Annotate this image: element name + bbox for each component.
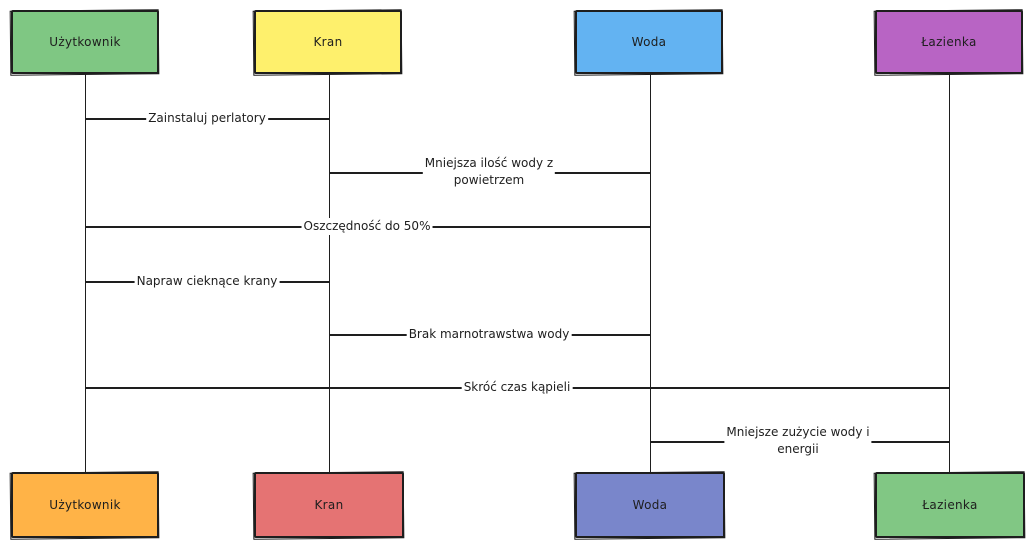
message-label: Mniejsza ilość wody z powietrzem <box>422 155 556 189</box>
actor-bottom-kran[interactable]: Kran <box>254 472 404 538</box>
lifeline-uzytkownik <box>85 74 86 472</box>
lifeline-kran <box>329 74 330 472</box>
actor-label: Łazienka <box>921 35 977 49</box>
message-label: Brak marnotrawstwa wody <box>406 326 572 343</box>
message-label: Mniejsze zużycie wody i energii <box>724 424 872 458</box>
message-label: Oszczędność do 50% <box>301 218 433 235</box>
actor-bottom-lazienka[interactable]: Łazienka <box>875 472 1025 538</box>
lifeline-lazienka <box>949 74 950 472</box>
message-label: Zainstaluj perlatory <box>146 110 268 127</box>
actor-label: Łazienka <box>922 498 978 512</box>
message-label: Skróć czas kąpieli <box>461 379 573 396</box>
actor-bottom-woda[interactable]: Woda <box>575 472 725 538</box>
actor-bottom-uzytkownik[interactable]: Użytkownik <box>11 472 159 538</box>
actor-top-woda[interactable]: Woda <box>575 10 723 74</box>
actor-top-kran[interactable]: Kran <box>254 10 402 74</box>
actor-label: Woda <box>632 498 668 512</box>
lifeline-woda <box>650 74 651 472</box>
actor-top-lazienka[interactable]: Łazienka <box>875 10 1023 74</box>
actor-label: Kran <box>313 35 343 49</box>
message-label-line: Mniejsze zużycie wody i <box>726 425 870 439</box>
actor-label: Kran <box>314 498 344 512</box>
actor-top-uzytkownik[interactable]: Użytkownik <box>11 10 159 74</box>
message-label-line: powietrzem <box>453 173 525 187</box>
actor-label: Woda <box>631 35 667 49</box>
message-label-line: Mniejsza ilość wody z <box>424 156 554 170</box>
message-label: Napraw cieknące krany <box>134 273 280 290</box>
message-label-line: energii <box>777 442 819 456</box>
actor-label: Użytkownik <box>49 498 121 512</box>
actor-label: Użytkownik <box>49 35 121 49</box>
